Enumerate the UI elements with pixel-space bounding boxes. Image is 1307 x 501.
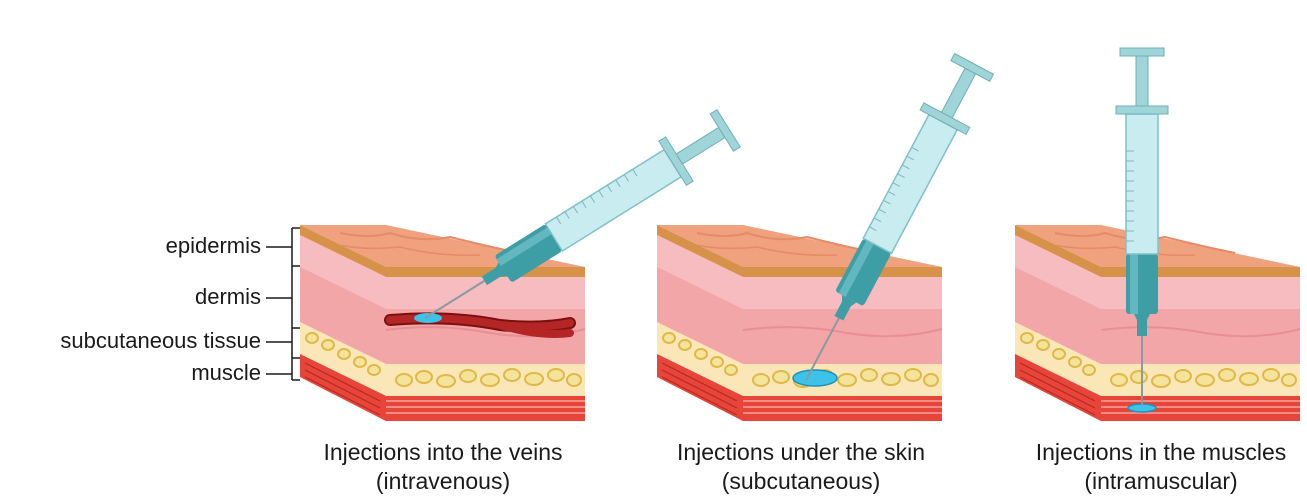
- caption-intravenous: Injections into the veins (intravenous): [273, 438, 613, 496]
- caption-intramuscular: Injections in the muscles (intramuscular…: [991, 438, 1307, 496]
- skin-block-subcutaneous: [657, 225, 942, 421]
- label-subcutaneous-tissue: subcutaneous tissue: [60, 328, 261, 354]
- label-dermis: dermis: [195, 284, 261, 310]
- caption-subcutaneous-subtitle: (subcutaneous): [631, 467, 971, 496]
- caption-intravenous-subtitle: (intravenous): [273, 467, 613, 496]
- layer-bracket: [266, 228, 300, 380]
- label-epidermis: epidermis: [166, 233, 261, 259]
- caption-subcutaneous-title: Injections under the skin: [631, 438, 971, 467]
- label-muscle: muscle: [191, 360, 261, 386]
- caption-intravenous-title: Injections into the veins: [273, 438, 613, 467]
- caption-intramuscular-title: Injections in the muscles: [991, 438, 1307, 467]
- caption-subcutaneous: Injections under the skin (subcutaneous): [631, 438, 971, 496]
- caption-intramuscular-subtitle: (intramuscular): [991, 467, 1307, 496]
